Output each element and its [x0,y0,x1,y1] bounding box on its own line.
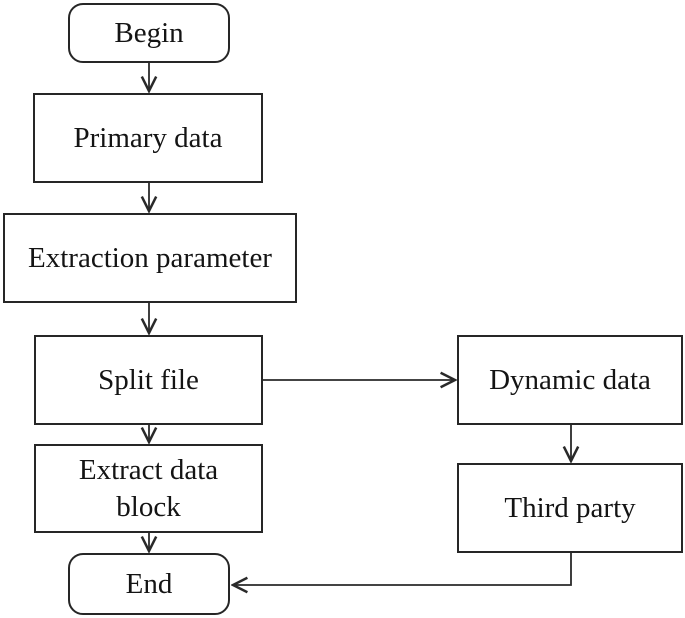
node-primary-data: Primary data [33,93,263,183]
node-end-label: End [125,567,173,600]
node-begin: Begin [68,3,230,63]
node-primary-data-label: Primary data [73,121,223,154]
node-third-party: Third party [457,463,683,553]
edge-third-party-to-end [233,553,572,585]
node-dynamic-data-label: Dynamic data [489,363,651,396]
node-begin-label: Begin [114,16,184,49]
node-extraction-parameter-label: Extraction parameter [28,241,272,274]
node-extraction-parameter: Extraction parameter [3,213,297,303]
node-extract-data-block: Extract data block [34,444,263,533]
node-third-party-label: Third party [504,491,636,524]
node-extract-data-block-label: Extract data block [78,454,219,523]
node-split-file: Split file [34,335,263,425]
node-dynamic-data: Dynamic data [457,335,683,425]
node-end: End [68,553,230,615]
node-split-file-label: Split file [98,363,199,396]
